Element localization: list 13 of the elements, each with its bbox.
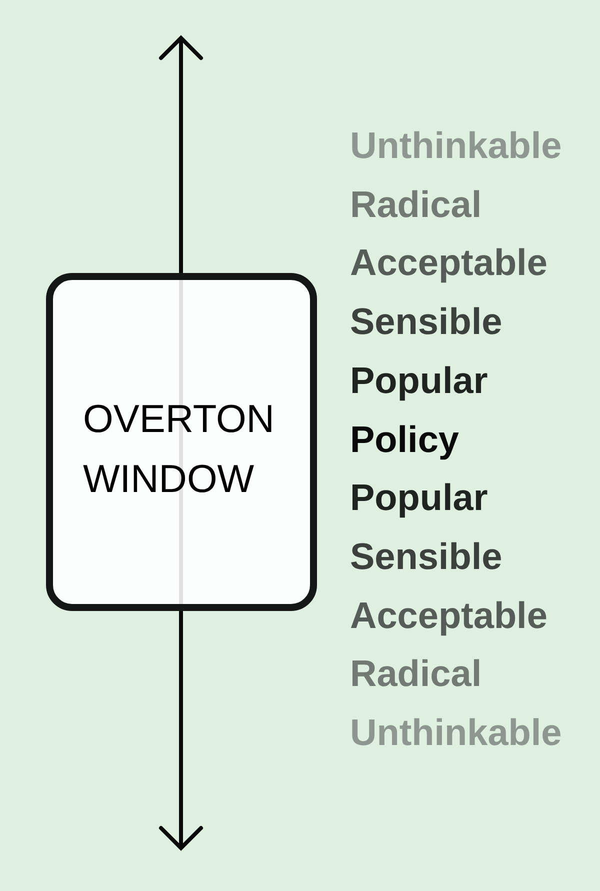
scale-label: Radical xyxy=(350,652,482,696)
scale-label: Unthinkable xyxy=(350,711,562,755)
scale-label: Unthinkable xyxy=(350,124,562,168)
scale-label: Radical xyxy=(350,182,482,227)
scale-label: Acceptable xyxy=(350,241,548,286)
scale-label: Acceptable xyxy=(350,594,548,638)
scale-label: Sensible xyxy=(350,300,502,344)
window-box xyxy=(46,273,317,611)
scale-label: Popular xyxy=(350,476,488,520)
scale-label: Policy xyxy=(350,418,459,462)
scale-label: Sensible xyxy=(350,534,502,579)
scale-label: Popular xyxy=(350,358,488,403)
window-title: OVERTON WINDOW xyxy=(83,397,276,503)
